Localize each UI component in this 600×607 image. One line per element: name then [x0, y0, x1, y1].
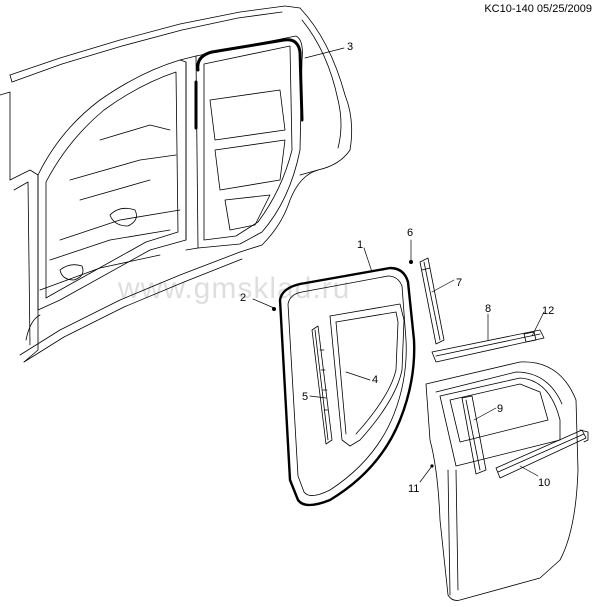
leader-lines: [252, 47, 545, 483]
rear-door-shell: [425, 361, 579, 601]
door-weatherstrip: [278, 266, 416, 507]
callout-2: 2: [240, 292, 246, 304]
callout-7: 7: [456, 277, 462, 289]
callout-labels: 1 2 3 4 5 6 7 8 9 10 11 12: [240, 41, 554, 495]
callout-1: 1: [357, 239, 363, 251]
glass-run-strip: [419, 257, 445, 345]
callout-10: 10: [538, 477, 550, 489]
callout-6: 6: [407, 227, 413, 239]
rear-window-trim: [461, 395, 487, 475]
window-channel: [329, 303, 405, 447]
callout-3: 3: [347, 41, 353, 53]
vehicle-body-side: [0, 5, 353, 363]
lower-molding: [495, 429, 589, 479]
callout-8: 8: [485, 303, 491, 315]
callout-12: 12: [542, 305, 554, 317]
callout-5: 5: [302, 391, 308, 403]
pillar-applique: [311, 325, 333, 445]
belt-molding-upper: [431, 329, 545, 363]
callout-11: 11: [408, 483, 419, 495]
callout-9: 9: [497, 403, 503, 415]
drawing-code: KC10-140 05/25/2009: [484, 3, 592, 15]
callout-4: 4: [372, 374, 378, 386]
watermark-text: www.gmsklad.ru: [118, 272, 351, 305]
